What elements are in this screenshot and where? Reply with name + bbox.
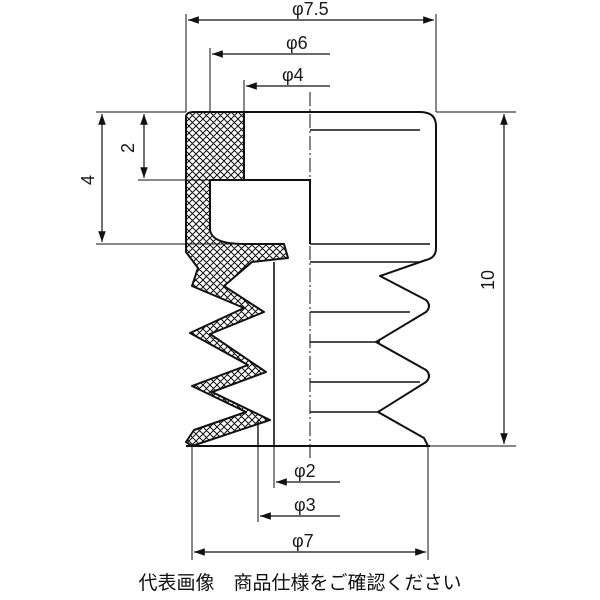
label-height-4: 4 <box>78 175 98 185</box>
label-phi7: φ7 <box>292 531 314 551</box>
inner-cavity <box>244 179 311 244</box>
label-height-2: 2 <box>118 143 138 153</box>
caption-representative-image: 代表画像 商品仕様をご確認ください <box>138 572 462 594</box>
label-phi3: φ3 <box>294 495 316 515</box>
label-phi2: φ2 <box>294 461 316 481</box>
label-height-10: 10 <box>478 270 498 290</box>
label-phi6: φ6 <box>286 33 308 53</box>
hatched-section <box>185 111 289 447</box>
label-phi7-5: φ7.5 <box>292 0 329 19</box>
outer-profile-right <box>244 111 437 447</box>
label-phi4: φ4 <box>282 65 304 85</box>
